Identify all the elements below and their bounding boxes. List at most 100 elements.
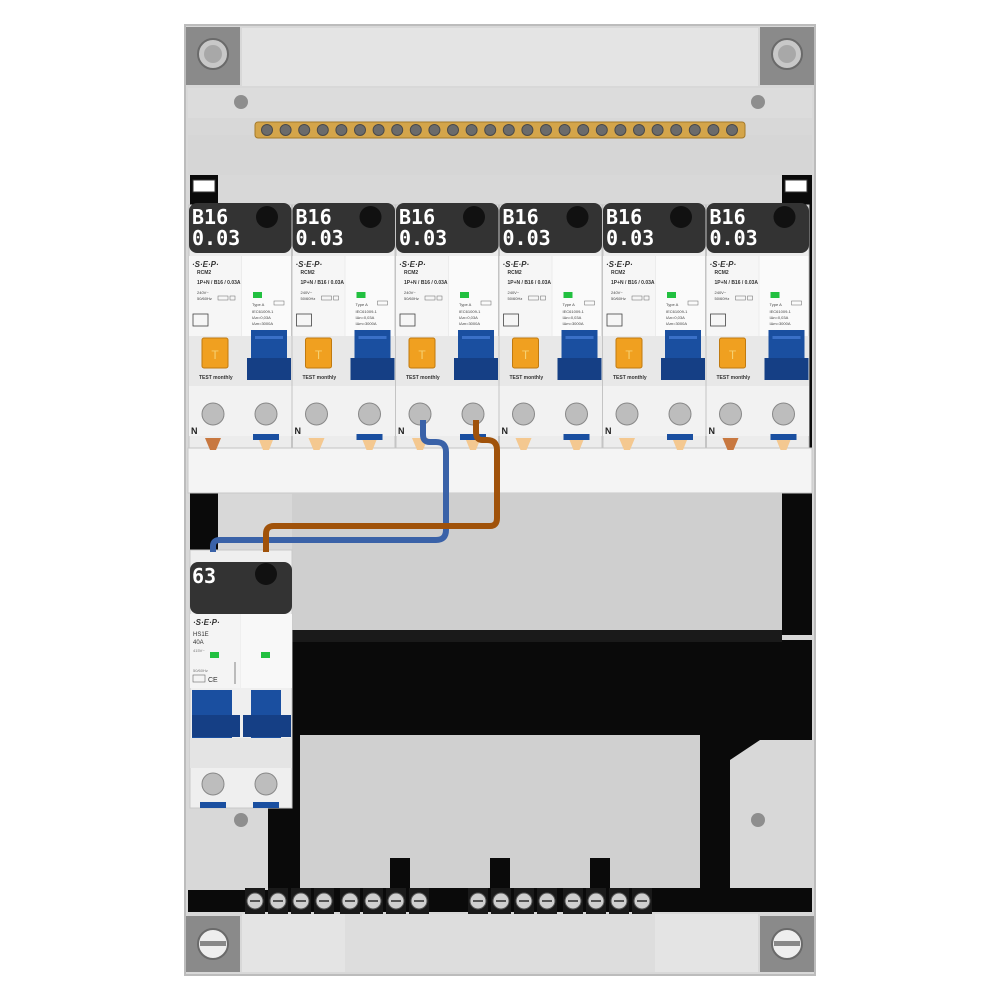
rcbo-indicator xyxy=(253,292,262,298)
busbar-hole xyxy=(707,124,720,136)
rcbo-test-button[interactable]: T xyxy=(719,337,746,369)
rcbo-type: Type A xyxy=(563,302,576,307)
corner-screw-tl xyxy=(186,27,240,85)
rcbo-neutral-lead xyxy=(722,438,739,450)
busbar-hole xyxy=(316,124,329,136)
rcbo-toggle[interactable] xyxy=(764,330,809,380)
rcbo-neutral-label: N xyxy=(502,426,509,436)
rcbo-standard: IEC61009-1 xyxy=(459,309,481,314)
rcbo-test-button[interactable]: T xyxy=(305,337,332,369)
rcbo-test-button[interactable]: T xyxy=(512,337,539,369)
terminal-post xyxy=(490,858,510,890)
rcbo-neutral-lead xyxy=(515,438,532,450)
rcbo-type: Type A xyxy=(459,302,472,307)
busbar-hole xyxy=(428,124,441,136)
rcbo-terminal-screw xyxy=(772,402,795,426)
rcbo-test-button[interactable]: T xyxy=(201,337,229,369)
feed-wires xyxy=(210,420,500,552)
rcbo-rating-box xyxy=(424,295,436,301)
rcbo-model: RCM2 xyxy=(301,270,315,276)
rcbo-spec: 1P+N / B16 / 0.03A xyxy=(611,280,655,286)
rcbo-test-letter: T xyxy=(522,348,530,362)
rcbo-neutral-label: N xyxy=(709,426,716,436)
rcbo-plate-screw xyxy=(773,206,796,228)
rcbo-model: RCM2 xyxy=(715,270,729,276)
busbar-hole xyxy=(595,124,608,136)
rcbo-plate-screw xyxy=(256,206,278,228)
main-switch-screw xyxy=(255,563,277,585)
busbar-hole xyxy=(521,124,534,136)
rcbo-idn: IΔn=0,03A xyxy=(356,315,375,320)
rcbo-toggle[interactable] xyxy=(661,330,705,380)
earth-busbar xyxy=(254,121,746,139)
rcbo-standard: IEC61009-1 xyxy=(770,309,792,314)
main-switch-toggle[interactable] xyxy=(192,690,291,738)
rcbo-spec: 1P+N / B16 / 0.03A xyxy=(508,280,552,286)
rcbo-cert-mark xyxy=(606,313,623,327)
busbar-hole xyxy=(577,124,590,136)
rcbo-face-right xyxy=(759,256,809,336)
rcbo-idn: IΔn=0,03A xyxy=(666,315,685,320)
rcbo-neutral-lead xyxy=(619,438,635,450)
busbar-hole xyxy=(279,124,292,136)
lower-right-window xyxy=(735,760,812,885)
mount-hole xyxy=(234,95,248,109)
rcbo-face-right xyxy=(449,256,498,336)
rcbo-model: RCM2 xyxy=(508,270,522,276)
rcbo-indicator xyxy=(770,292,780,298)
rcbo-terminal-screw xyxy=(254,402,278,426)
rcbo-icn: IΔm=3000A xyxy=(356,321,377,326)
main-switch-brand: ·S·E·P· xyxy=(193,618,220,627)
rcbo-sensitivity: 0.03 xyxy=(503,226,551,250)
rcbo-voltage: 240V~ xyxy=(715,290,727,295)
busbar-hole xyxy=(391,124,404,136)
rcbo-icn: IΔm=3000A xyxy=(252,321,273,326)
corner-screw-br xyxy=(760,916,814,972)
rcbo-idn: IΔn=0,03A xyxy=(252,315,271,320)
main-switch-scale xyxy=(234,662,236,684)
rcbo-face-right xyxy=(656,256,705,336)
rcbo-toggle[interactable] xyxy=(247,330,291,380)
rcbo-live-clip xyxy=(770,434,797,440)
rcbo-model: RCM2 xyxy=(404,270,418,276)
rcbo-toggle[interactable] xyxy=(350,330,395,380)
rcbo-brand: ·S·E·P· xyxy=(192,260,219,269)
main-switch[interactable]: 63 ·S·E·P· HS1E 40A 415V~ 50/60Hz CE xyxy=(189,549,293,809)
rail-clip-right xyxy=(784,179,808,193)
rcbo-toggle[interactable] xyxy=(557,330,602,380)
rcbo-test-letter: T xyxy=(315,348,323,362)
rcbo-test-label: TEST monthly xyxy=(303,375,337,381)
rcbo-toggle[interactable] xyxy=(454,330,498,380)
rcbo-plate-screw xyxy=(670,206,692,228)
rcbo-voltage: 240V~ xyxy=(404,290,416,295)
rcbo-indicator xyxy=(563,292,573,298)
rcbo-brand: ·S·E·P· xyxy=(606,260,633,269)
rcbo-test-label: TEST monthly xyxy=(717,375,751,381)
middle-panel xyxy=(292,493,782,630)
rcbo-neutral-label: N xyxy=(605,426,612,436)
lower-din-rail xyxy=(292,640,812,718)
rcbo-freq: 50/60Hz xyxy=(301,296,316,301)
rcbo-indicator xyxy=(460,292,469,298)
rcbo-type: Type A xyxy=(252,302,265,307)
rcbo-indicator xyxy=(667,292,676,298)
rcbo-icn: IΔm=3000A xyxy=(770,321,791,326)
rcbo-cert-mark xyxy=(399,313,416,327)
rcbo-test-button[interactable]: T xyxy=(615,337,643,369)
main-switch-rating: 63 xyxy=(192,564,216,588)
main-switch-freq: 50/60Hz xyxy=(193,668,208,673)
rcbo-test-button[interactable]: T xyxy=(408,337,436,369)
rcbo-standard: IEC61009-1 xyxy=(666,309,688,314)
main-switch-face-left xyxy=(190,614,240,688)
rcbo-standard: IEC61009-1 xyxy=(356,309,378,314)
rcbo-neutral-lead xyxy=(308,438,325,450)
mount-hole xyxy=(234,813,248,827)
main-switch-voltage: 415V~ xyxy=(193,648,205,653)
